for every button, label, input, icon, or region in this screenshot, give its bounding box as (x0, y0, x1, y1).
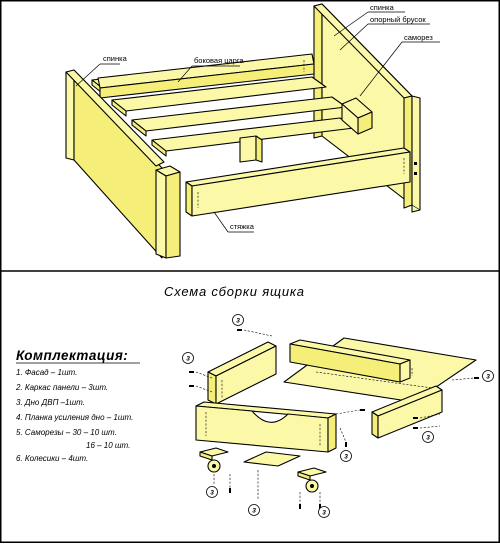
callout-label: 3 (486, 373, 490, 380)
screw-icon (189, 385, 194, 387)
screw-icon (345, 442, 347, 447)
screw-icon (319, 504, 321, 509)
callout-circle (206, 486, 218, 498)
callout-circle (340, 450, 352, 462)
headboard-left (65, 69, 181, 259)
center-leg (239, 135, 263, 163)
kit-item: 6. Колесики – 4шт. (16, 454, 88, 463)
kit-item: 3. Дно ДВП –1шт. (16, 398, 85, 407)
callout-circle (422, 431, 434, 443)
kit-list: Комплектация: 1. Фасад – 1шт. 2. Каркас … (15, 348, 140, 463)
callouts: 3 3 3 3 3 3 3 3 (182, 314, 494, 518)
callout-circle (232, 314, 244, 326)
screw-icon (414, 172, 417, 175)
screw-icon (413, 427, 418, 429)
callout-circle (482, 370, 494, 382)
callout-label: 3 (186, 355, 190, 362)
reinforcement-strip (243, 451, 301, 467)
bed-leaders (75, 11, 440, 233)
callout-circle (182, 352, 194, 364)
screw-leaders (195, 329, 475, 504)
label-side-rail: боковая царга (194, 56, 244, 65)
callout-label: 3 (252, 507, 256, 514)
kit-item: 5. Саморезы – 30 – 10 шт. (16, 428, 117, 437)
label-support-bar: опорный брусок (370, 15, 426, 24)
callout-label: 3 (210, 489, 214, 496)
screw-icon (299, 504, 301, 509)
label-back-right: спинка (370, 3, 395, 12)
drawer-left-panel (207, 341, 277, 405)
side-rail (97, 53, 315, 99)
callout-label: 3 (426, 434, 430, 441)
screw-icon (237, 329, 242, 331)
drawer-right-panel (371, 385, 443, 439)
label-back-left: спинка (103, 54, 128, 63)
kit-item: 16 – 10 шт. (86, 441, 130, 450)
bed-frame: спинка боковая царга спинка опорный брус… (65, 3, 440, 259)
drawer-back-panel (289, 339, 411, 383)
caster-left (199, 447, 229, 473)
small-screws (189, 329, 479, 509)
screw-icon (229, 488, 231, 493)
screw-icon (414, 162, 417, 165)
kit-item: 1. Фасад – 1шт. (16, 368, 77, 377)
tie-bar (185, 147, 411, 217)
callout-circle (318, 506, 330, 518)
screw-icon (360, 409, 365, 411)
callout-circle (248, 504, 260, 516)
screw-icon (189, 371, 194, 373)
drawer-title: Схема сборки ящика (164, 284, 305, 299)
screw-icon (413, 417, 418, 419)
callout-label: 3 (344, 453, 348, 460)
kit-item: 2. Каркас панели – 3шт. (15, 383, 108, 392)
kit-item: 4. Планка усиления дно – 1шт. (16, 413, 133, 422)
caster-right (297, 467, 327, 493)
drawer-front-panel (195, 401, 337, 453)
label-screw: саморез (404, 33, 433, 42)
screw-icon (474, 377, 479, 379)
callout-label: 3 (236, 317, 240, 324)
callout-label: 3 (322, 509, 326, 516)
label-tie: стяжка (230, 222, 255, 231)
kit-heading: Комплектация: (16, 348, 128, 363)
support-bar (341, 97, 373, 135)
